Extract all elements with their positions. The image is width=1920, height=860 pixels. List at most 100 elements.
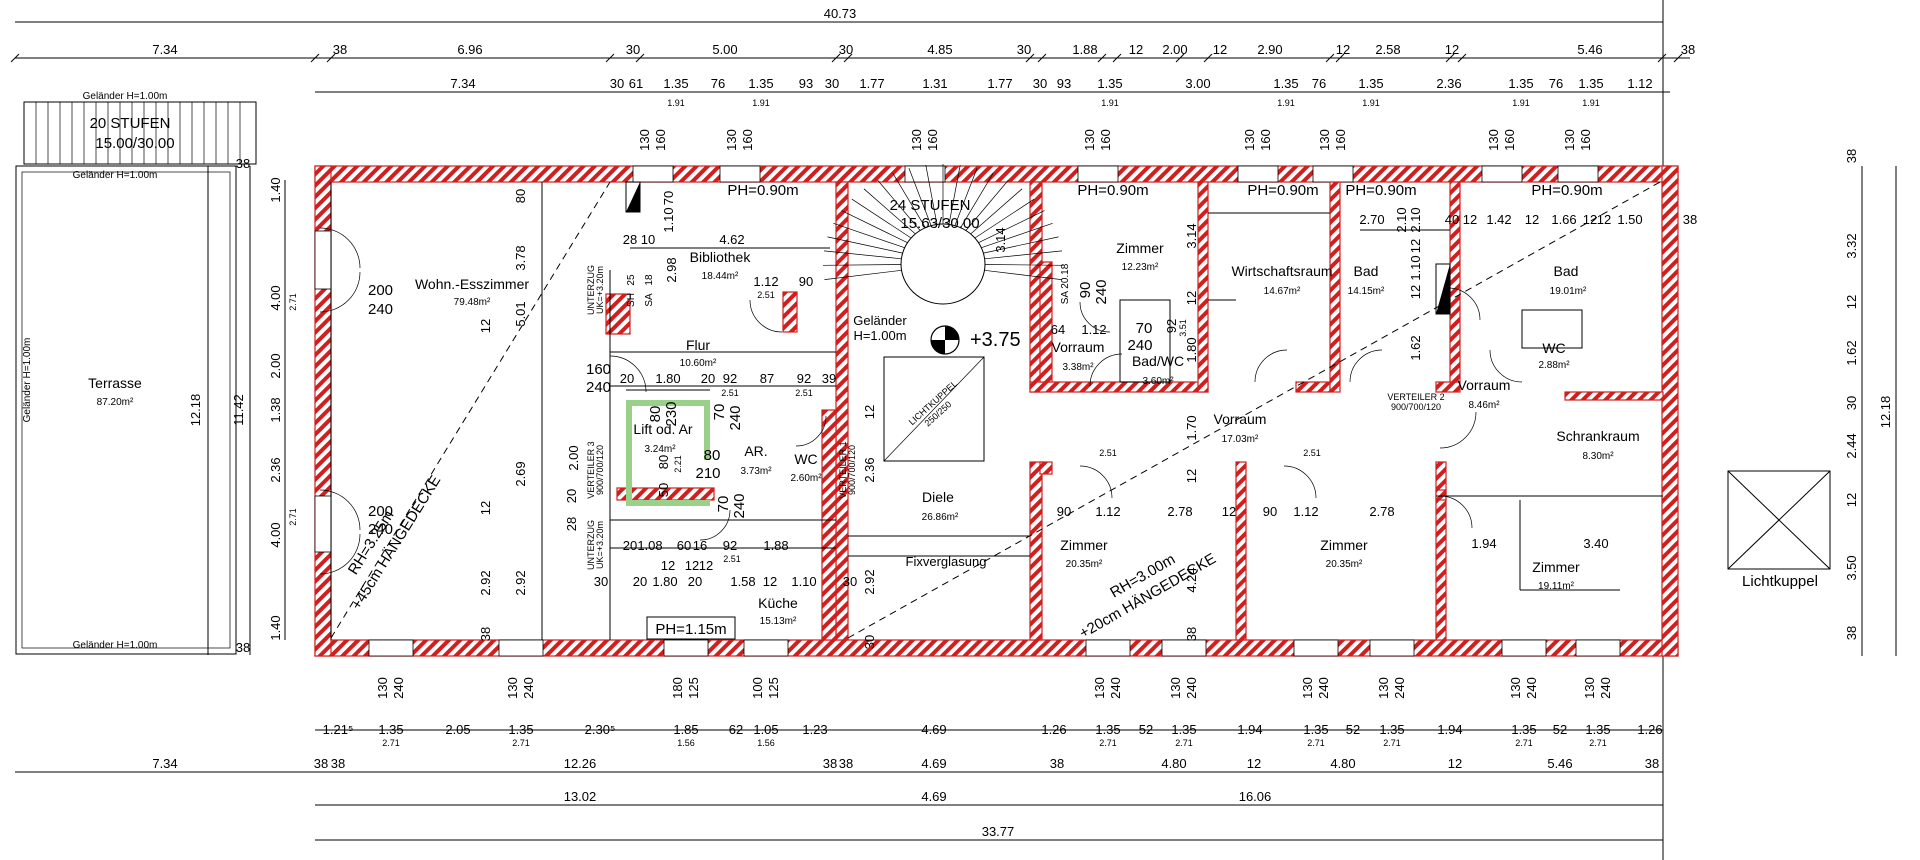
internal-stair: 24 STUFEN 15.63/30.00 3.14 Geländer H=1.… [822,164,1064,343]
door-left-0 [314,230,332,290]
dim-living-6: 12 [478,501,493,515]
dim-b-14: 12 [1408,285,1423,299]
top-dimensions: 40.73 7.34 38 6.96 30 5.00 30 4.85 30 1.… [10,6,1695,108]
spiral-tread [908,167,932,226]
dim-l-9: 3.40 [1583,536,1608,551]
dim-bot3-2: 4.69 [921,789,946,804]
spiral-tread [841,210,908,244]
dim-top-10: 12 [1129,42,1143,57]
window-bottom-1 [498,639,544,657]
spiral-tread [965,179,1009,231]
dim-z-13: 1.70 [1184,415,1199,440]
door-labels: 200 240 200 240 160 240 [368,282,611,538]
window-top-2 [904,165,946,183]
dim-living-3: 5.01 [513,301,528,326]
window-label-width: 130 [1562,129,1577,151]
room-area-flur: 10.60m² [680,358,717,369]
spiral-tread [822,264,902,266]
dim-bib-3: 28 [623,232,637,247]
window-bottom-5 [1161,639,1207,657]
bottom-window-label-width: 130 [1092,677,1107,699]
room-area-vorraum1: 3.38m² [1062,362,1094,373]
room-area-wc2: 2.88m² [1538,360,1570,371]
dim-flur-1: 20 [620,371,634,386]
dim-bot2-5: 38 [823,756,837,771]
dim-tick [635,53,645,63]
verteiler1-dims: 900/700/120 [847,445,857,495]
bottom-window-label-height: 125 [766,677,781,699]
internal-stair-dims: 15.63/30.00 [900,215,979,232]
window-label-width: 130 [637,129,652,151]
window-top-5 [1312,165,1354,183]
spiral-tread [983,236,1059,254]
dim-flur-2: 1.80 [655,371,680,386]
window-label-height: 160 [1502,129,1517,151]
spiral-tread [925,164,938,225]
dim-bot2-12: 12 [1448,756,1462,771]
internal-stair-steps: 24 STUFEN [890,197,971,214]
room-area-zimmer2: 20.35m² [1066,559,1103,570]
dim-right-2: 3.32 [1844,233,1859,258]
dim-tick [1025,53,1035,63]
window-bottom-8 [1501,639,1547,657]
dim-top-12: 12 [1213,42,1227,57]
dim-z-10: 1.80 [1184,337,1199,362]
room-name-zimmer4: Zimmer [1532,559,1580,575]
dim-right-8: 3.50 [1844,555,1859,580]
dim-tick [10,53,20,63]
room-name-vorraum2: Vorraum [1458,377,1511,393]
railing-label-bottom: Geländer H=1.00m [73,640,158,651]
ph-label-kitchen: PH=1.15m [655,621,726,638]
dim-living-8: 2.92 [513,570,528,595]
dim-top2-1: 7.34 [450,76,475,91]
dim-m-16: 12 [862,405,877,419]
dim-left-9: 1.40 [268,615,283,640]
spiral-tread [954,167,978,226]
room-name-bibliothek: Bibliothek [690,249,752,265]
dim-bot2-9: 4.80 [1161,756,1186,771]
dim-top2-6: 1.35 [748,76,773,91]
dim-b-6: 1.66 [1551,212,1576,227]
dim-left-2: 4.00 [268,285,283,310]
dim-b-13: 1.10 [1408,255,1423,280]
dim-bot3-1: 13.02 [564,789,597,804]
stair-steps-dims: 15.00/30.00 [95,135,174,152]
spiral-tread [863,188,916,235]
dim-tick [1657,53,1667,63]
window-label-width: 130 [909,129,924,151]
dim-top2-20: 1.35 [1508,76,1533,91]
dim-tick [310,53,320,63]
room-area-terrasse: 87.20m² [97,397,134,408]
spiral-tread [827,236,903,254]
spiral-tread [824,269,902,280]
dim-l-11: 2.51 [1303,448,1321,458]
bottom-window-label-width: 100 [750,677,765,699]
dim-z-11: 2.10 [1394,207,1409,232]
ph-label-4: PH=0.90m [1345,182,1416,199]
dim-k-12: 20 [633,574,647,589]
dim-l-1: 90 [1057,504,1071,519]
dim-bot-21: 52 [1553,722,1567,737]
dim-k-13: 1.80 [652,574,677,589]
dim-top2-14: 1.35 [1097,76,1122,91]
unterzug-label-1: UNTERZUG [586,265,596,315]
dim-z-1: 3.14 [1184,223,1199,248]
railing-label-side: Geländer H=1.00m [22,338,33,423]
room-area-zimmer4: 19.11m² [1538,581,1575,592]
dim-bib-5: 4.62 [719,232,744,247]
dim-m-18: 30 [862,635,877,649]
room-name-wohn: Wohn.-Esszimmer [415,276,529,292]
dim-bot-23: 1.26 [1637,722,1662,737]
verteiler2-label: VERTEILER 2 [1387,392,1444,402]
dim-m-2: 230 [663,401,680,426]
window-label-width: 130 [1242,129,1257,151]
room-name-vorraum3: Vorraum [1214,411,1267,427]
dim-flur-3: 20 [701,371,715,386]
window-top-3 [1077,165,1119,183]
dim-top2-8: 30 [825,76,839,91]
dim-top-16: 12 [1445,42,1459,57]
internal-stair-dim: 3.14 [993,227,1008,252]
level-marker: +3.75 [930,325,1021,355]
dim-k-15: 1.58 [730,574,755,589]
dim-bot-11: 1.26 [1041,722,1066,737]
